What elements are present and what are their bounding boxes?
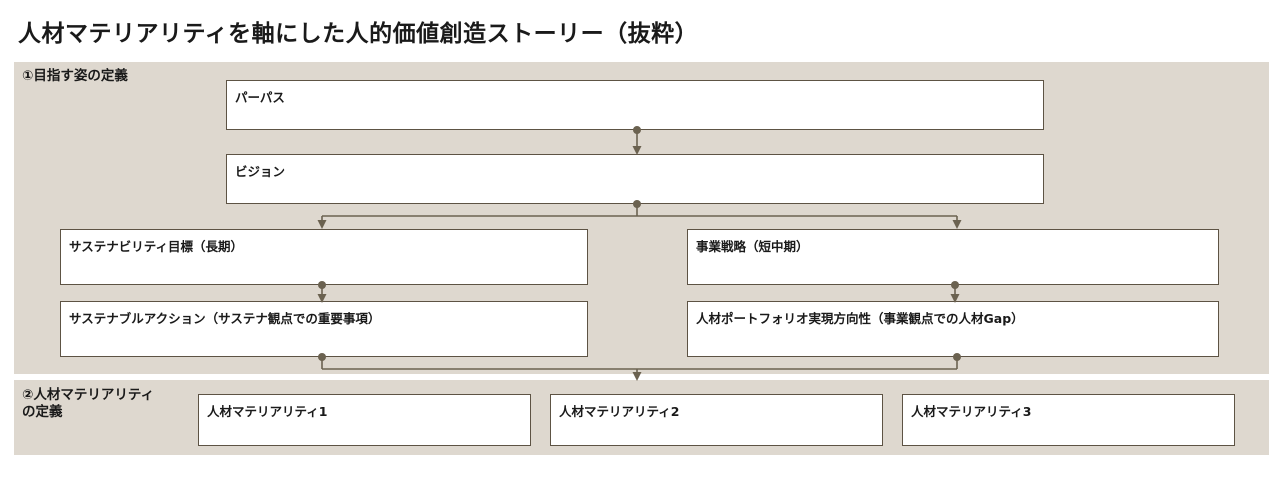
node-purpose[interactable]: パーパス: [226, 80, 1044, 130]
node-sustainability-goal[interactable]: サステナビリティ目標（長期）: [60, 229, 588, 285]
node-business-strategy[interactable]: 事業戦略（短中期）: [687, 229, 1219, 285]
node-materiality-3[interactable]: 人材マテリアリティ3: [902, 394, 1235, 446]
node-materiality-2[interactable]: 人材マテリアリティ2: [550, 394, 883, 446]
section-label-materiality: ②人材マテリアリティ の定義: [22, 387, 155, 420]
node-talent-portfolio-label: 人材ポートフォリオ実現方向性（事業観点での人材Gap）: [696, 311, 1024, 326]
node-materiality-1[interactable]: 人材マテリアリティ1: [198, 394, 531, 446]
node-materiality-2-label: 人材マテリアリティ2: [559, 404, 680, 419]
node-sustainable-action-label: サステナブルアクション（サステナ観点での重要事項）: [69, 311, 381, 326]
node-materiality-1-label: 人材マテリアリティ1: [207, 404, 328, 419]
node-talent-portfolio[interactable]: 人材ポートフォリオ実現方向性（事業観点での人材Gap）: [687, 301, 1219, 357]
page-title: 人材マテリアリティを軸にした人的価値創造ストーリー（抜粋）: [18, 21, 699, 47]
node-business-strategy-label: 事業戦略（短中期）: [696, 239, 809, 254]
node-vision-label: ビジョン: [235, 164, 286, 179]
section-label-aim: ①目指す姿の定義: [22, 68, 128, 84]
node-sustainability-goal-label: サステナビリティ目標（長期）: [69, 239, 244, 254]
node-purpose-label: パーパス: [235, 90, 285, 105]
node-sustainable-action[interactable]: サステナブルアクション（サステナ観点での重要事項）: [60, 301, 588, 357]
node-materiality-3-label: 人材マテリアリティ3: [911, 404, 1032, 419]
node-vision[interactable]: ビジョン: [226, 154, 1044, 204]
